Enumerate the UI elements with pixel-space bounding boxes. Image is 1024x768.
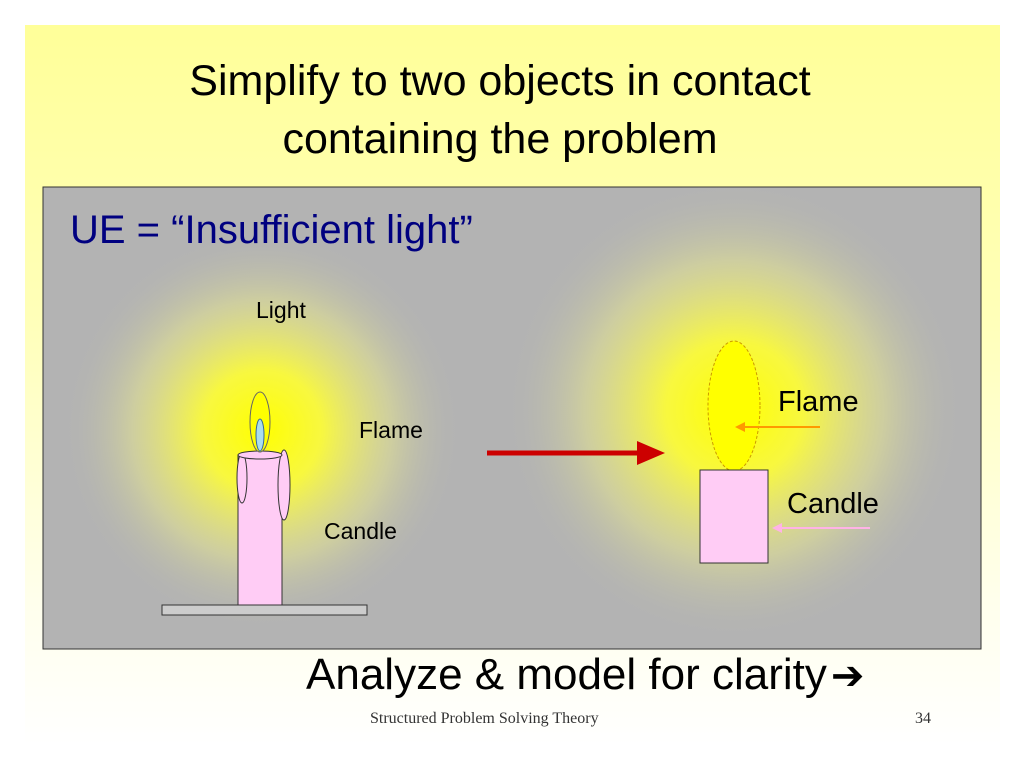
title-line-2: containing the problem <box>282 115 718 163</box>
right-model <box>699 340 870 564</box>
arrow-right-icon: ➔ <box>830 654 865 698</box>
slide-title: Simplify to two objects in contact conta… <box>60 52 940 168</box>
left-candle-illustration <box>161 391 368 616</box>
left-candle-body <box>237 454 283 606</box>
left-candle-wax-right <box>277 449 291 521</box>
page-number: 34 <box>915 710 931 727</box>
caption: Analyze & model for clarity➔ <box>306 650 864 700</box>
footer-text: Structured Problem Solving Theory <box>370 710 599 727</box>
ue-title: UE = “Insufficient light” <box>70 208 473 252</box>
transition-arrow <box>487 441 665 465</box>
light-label: Light <box>256 297 306 323</box>
caption-text: Analyze & model for clarity <box>306 650 827 699</box>
left-flame-inner <box>255 418 265 452</box>
right-flame-label: Flame <box>778 386 859 418</box>
right-candle-label: Candle <box>787 488 879 520</box>
left-candle-wax-left <box>236 452 248 504</box>
left-candle-label: Candle <box>324 518 397 544</box>
left-flame-label: Flame <box>359 417 423 443</box>
right-flame <box>707 340 761 472</box>
candle-pointer-head <box>772 523 782 533</box>
right-candle-body <box>699 469 769 564</box>
flame-pointer-head <box>735 422 745 432</box>
title-line-1: Simplify to two objects in contact <box>189 57 811 105</box>
candle-base-plate <box>161 604 368 616</box>
